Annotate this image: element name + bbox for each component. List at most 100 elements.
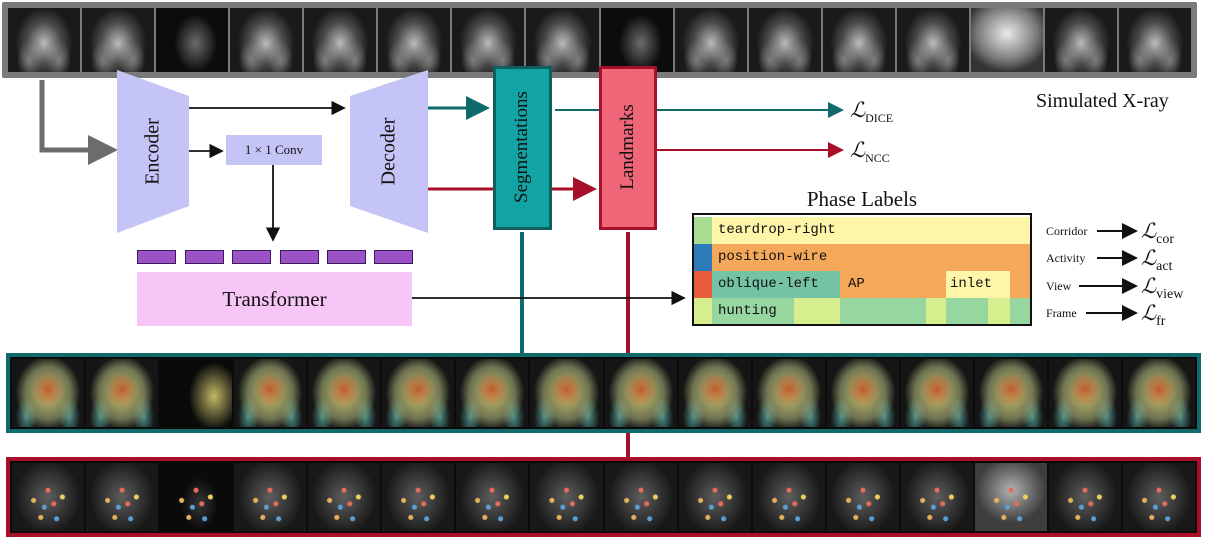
lm-thumbnail: [974, 463, 1047, 531]
loss-view-l: ℒ: [1141, 274, 1157, 298]
transformer-box: Transformer: [137, 272, 412, 326]
token: [137, 250, 176, 264]
simulated-xray-label: Simulated X-ray: [1036, 90, 1169, 112]
phase-label-ap: AP: [848, 276, 865, 292]
token: [374, 250, 413, 264]
seg-thumbnail: [530, 359, 603, 427]
phase-cell: [712, 244, 1030, 271]
token: [232, 250, 271, 264]
decoder-shape: [350, 70, 428, 233]
xray-thumbnail: [82, 8, 155, 72]
phase-cell: [712, 271, 840, 298]
phase-row-view: oblique-left AP inlet: [694, 271, 1030, 298]
xray-thumbnail: [748, 8, 821, 72]
xray-thumbnail: [452, 8, 525, 72]
phase-cell: [694, 217, 712, 244]
segmentation-strip: [12, 359, 1195, 427]
phase-label-inlet: inlet: [950, 276, 993, 292]
lm-thumbnail: [234, 463, 307, 531]
lm-thumbnail: [530, 463, 603, 531]
loss-dice-sub: DICE: [865, 111, 894, 126]
loss-activity-sub: act: [1156, 259, 1173, 275]
seg-thumbnail: [86, 359, 159, 427]
seg-thumbnail: [974, 359, 1047, 427]
lm-thumbnail: [900, 463, 973, 531]
lm-thumbnail: [604, 463, 677, 531]
phase-label-oblique-left: oblique-left: [718, 276, 819, 292]
phase-labels-title: Phase Labels: [806, 187, 918, 211]
seg-thumbnail: [12, 359, 85, 427]
segmentations-label: Segmentations: [511, 91, 532, 203]
loss-frame-l: ℒ: [1141, 301, 1157, 325]
token-row: [137, 250, 413, 264]
xray-thumbnail: [600, 8, 673, 72]
xray-thumbnail: [230, 8, 303, 72]
loss-activity-symbol: ℒact: [1141, 246, 1172, 275]
phase-cell: [840, 298, 926, 324]
phase-cell: [1010, 271, 1030, 298]
phase-label-hunting: hunting: [718, 303, 777, 319]
phase-row-corridor: teardrop-right: [694, 217, 1030, 244]
decoder-label: Decoder: [377, 117, 400, 186]
seg-thumbnail: [160, 359, 233, 427]
loss-activity-row: Activity ℒact: [1046, 246, 1172, 274]
phase-label-position-wire: position-wire: [718, 249, 828, 265]
loss-frame-name: Frame: [1046, 306, 1077, 320]
landmarks-box: [599, 66, 657, 230]
phase-cell: [694, 271, 712, 298]
lm-thumbnail: [12, 463, 85, 531]
phase-table: teardrop-right position-wire oblique-lef…: [692, 213, 1032, 326]
lm-thumbnail: [160, 463, 233, 531]
xray-thumbnail: [304, 8, 377, 72]
loss-activity-name: Activity: [1046, 251, 1086, 265]
loss-corridor-row: Corridor ℒcor: [1046, 219, 1174, 247]
seg-thumbnail: [604, 359, 677, 427]
loss-corridor-symbol: ℒcor: [1141, 219, 1174, 248]
xray-thumbnail: [526, 8, 599, 72]
loss-ncc-symbol: ℒ: [850, 138, 866, 162]
loss-frame-row: Frame ℒfr: [1046, 301, 1165, 329]
lm-thumbnail: [752, 463, 825, 531]
loss-dice-symbol: ℒ: [850, 98, 866, 122]
token: [185, 250, 224, 264]
seg-thumbnail: [752, 359, 825, 427]
lm-thumbnail: [826, 463, 899, 531]
loss-dice: ℒDICE: [850, 98, 893, 126]
lm-thumbnail: [308, 463, 381, 531]
loss-view-symbol: ℒview: [1141, 274, 1183, 303]
lm-thumbnail: [382, 463, 455, 531]
phase-cell: [946, 298, 988, 324]
encoder-shape: [117, 70, 189, 233]
loss-view-row: View ℒview: [1046, 274, 1183, 302]
loss-view-name: View: [1046, 279, 1072, 293]
loss-corridor-sub: cor: [1156, 232, 1175, 248]
xray-thumbnail: [896, 8, 969, 72]
seg-thumbnail: [678, 359, 751, 427]
transformer-label: Transformer: [222, 287, 327, 311]
loss-frame-sub: fr: [1156, 314, 1166, 330]
phase-row-frame: hunting: [694, 298, 1030, 324]
phase-cell: [926, 298, 946, 324]
loss-corridor-l: ℒ: [1141, 219, 1157, 243]
xray-thumbnail: [1118, 8, 1191, 72]
token: [327, 250, 366, 264]
lm-thumbnail: [1122, 463, 1195, 531]
loss-view-sub: view: [1156, 287, 1184, 303]
phase-cell: [946, 271, 1010, 298]
token: [280, 250, 319, 264]
xray-thumbnail: [970, 8, 1043, 72]
loss-activity-l: ℒ: [1141, 246, 1157, 270]
lm-thumbnail: [456, 463, 529, 531]
phase-cell: [794, 298, 840, 324]
phase-cell: [712, 298, 794, 324]
seg-thumbnail: [382, 359, 455, 427]
conv-label: 1 × 1 Conv: [244, 142, 304, 157]
conv-box: 1 × 1 Conv: [226, 135, 322, 165]
xray-thumbnail: [1044, 8, 1117, 72]
xray-thumbnail: [8, 8, 81, 72]
phase-cell: [694, 298, 712, 324]
seg-thumbnail: [900, 359, 973, 427]
phase-cell: [1010, 298, 1030, 324]
phase-cell: [712, 217, 1030, 244]
